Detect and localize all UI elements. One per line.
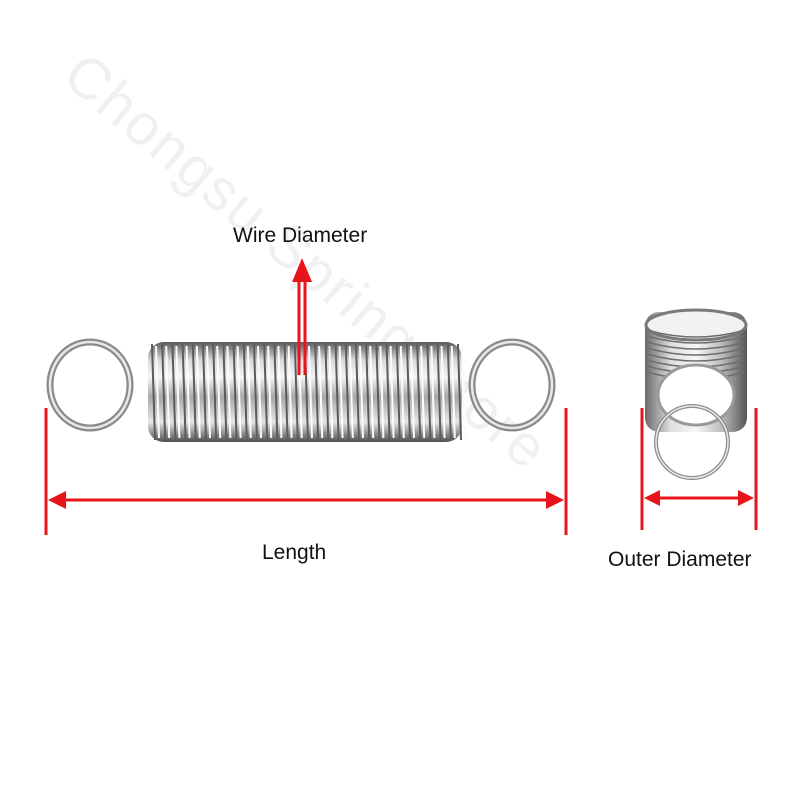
- coil-turn-shadow: [406, 343, 411, 441]
- coil-turn-shadow: [171, 343, 177, 441]
- coil-turn-shadow: [212, 343, 218, 441]
- coil-turn-highlight: [226, 345, 232, 439]
- coil-turn-shadow: [263, 343, 269, 441]
- short-spring-hook-loop-highlight: [655, 405, 729, 479]
- coil-turn-highlight: [287, 345, 293, 439]
- coil-turn-highlight: [155, 345, 160, 439]
- coil-turn-shadow: [344, 343, 350, 441]
- coil-turn-shadow: [232, 343, 238, 441]
- coil-turn-highlight: [185, 345, 191, 439]
- coil-turn-highlight: [359, 345, 364, 439]
- coil-turn-highlight: [195, 345, 201, 439]
- coil-turn-shadow: [273, 343, 279, 441]
- length-dimension: [44, 408, 568, 535]
- coil-turn-shadow: [283, 343, 289, 441]
- left-hook-loop-highlight: [48, 340, 132, 430]
- short-spring-turn: [646, 353, 746, 362]
- spring-coil-turns: [151, 343, 466, 441]
- coil-turn-highlight: [328, 345, 334, 439]
- right-hook-loop-highlight: [470, 340, 554, 430]
- short-spring-turn: [646, 347, 746, 356]
- coil-turn-highlight: [318, 345, 324, 439]
- coil-turn-highlight: [257, 345, 262, 439]
- coil-turn-shadow: [395, 343, 401, 441]
- coil-turn-highlight: [277, 345, 283, 439]
- short-spring-turn: [646, 329, 746, 338]
- coil-turn-shadow: [324, 343, 330, 441]
- coil-turn-highlight: [236, 345, 242, 439]
- coil-turn-highlight: [216, 345, 222, 439]
- coil-turn-shadow: [416, 343, 422, 441]
- coil-turn-highlight: [450, 345, 456, 439]
- wire-diameter-arrow-head: [292, 258, 312, 282]
- length-arrow-left: [48, 491, 66, 509]
- coil-turn-shadow: [355, 343, 360, 441]
- length-arrow-right: [546, 491, 564, 509]
- coil-turn-shadow: [457, 343, 462, 441]
- coil-turn-highlight: [348, 345, 354, 439]
- short-spring-image: [644, 308, 748, 480]
- coil-turn-shadow: [365, 343, 371, 441]
- outer-diameter-arrow-right: [738, 490, 754, 506]
- short-spring-turn: [646, 341, 746, 350]
- coil-turn-shadow: [436, 343, 442, 441]
- coil-turn-shadow: [375, 343, 381, 441]
- coil-turn-highlight: [379, 345, 385, 439]
- coil-turn-highlight: [410, 345, 415, 439]
- coil-turn-shadow: [222, 343, 228, 441]
- coil-turn-highlight: [389, 345, 395, 439]
- coil-turn-highlight: [165, 345, 171, 439]
- coil-turn-shadow: [314, 343, 320, 441]
- wire-diameter-dimension: [292, 258, 312, 375]
- length-label: Length: [262, 541, 327, 564]
- coil-turn-highlight: [430, 345, 436, 439]
- coil-turn-shadow: [191, 343, 197, 441]
- coil-turn-highlight: [399, 345, 405, 439]
- coil-turn-shadow: [161, 343, 167, 441]
- coil-turn-highlight: [369, 345, 375, 439]
- outer-diameter-arrow-left: [644, 490, 660, 506]
- outer-diameter-label: Outer Diameter: [608, 548, 752, 571]
- coil-turn-shadow: [151, 343, 156, 441]
- coil-turn-shadow: [385, 343, 391, 441]
- coil-turn-shadow: [242, 343, 248, 441]
- coil-turn-highlight: [246, 345, 252, 439]
- coil-turn-highlight: [420, 345, 426, 439]
- outer-diameter-dimension: [640, 408, 758, 530]
- coil-turn-highlight: [440, 345, 446, 439]
- wire-diameter-label: Wire Diameter: [233, 224, 368, 247]
- coil-turn-highlight: [308, 345, 313, 439]
- coil-turn-highlight: [206, 345, 211, 439]
- coil-turn-highlight: [461, 345, 466, 439]
- short-spring-turn: [646, 335, 746, 344]
- coil-turn-shadow: [202, 343, 207, 441]
- coil-turn-highlight: [175, 345, 181, 439]
- coil-turn-shadow: [426, 343, 432, 441]
- coil-turn-highlight: [267, 345, 273, 439]
- coil-turn-shadow: [253, 343, 258, 441]
- short-spring-top-opening: [644, 308, 748, 342]
- extension-spring-image: [46, 338, 556, 442]
- coil-turn-shadow: [293, 343, 299, 441]
- coil-turn-shadow: [446, 343, 452, 441]
- coil-turn-shadow: [181, 343, 187, 441]
- coil-turn-highlight: [338, 345, 344, 439]
- coil-turn-shadow: [334, 343, 340, 441]
